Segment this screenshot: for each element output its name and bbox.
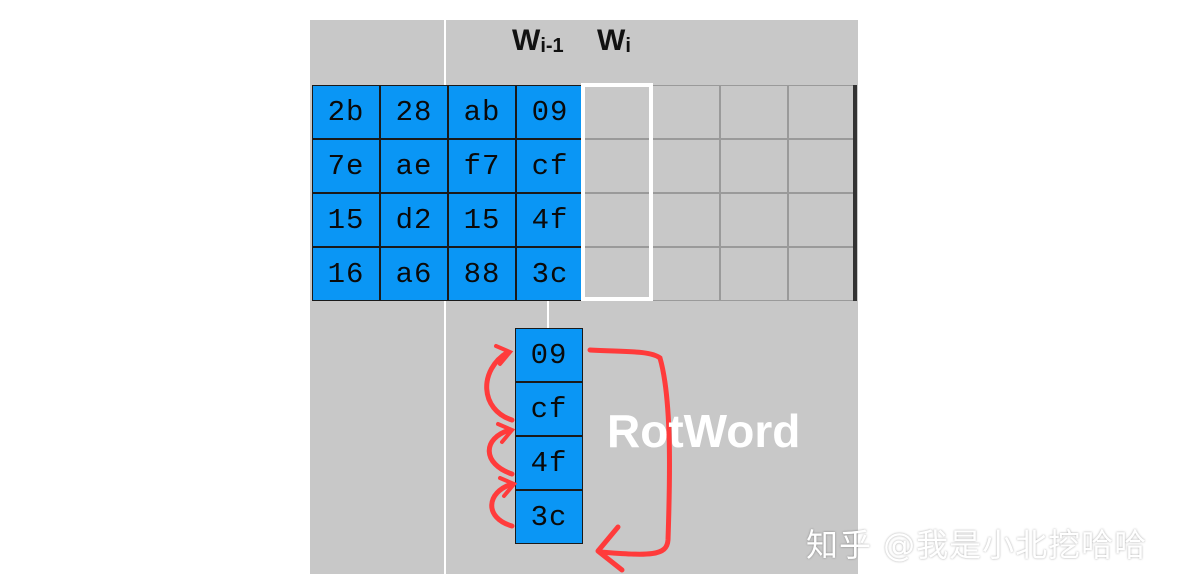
wrap-around-arrow-head xyxy=(595,524,625,573)
shift-up-arrow-2-head xyxy=(496,422,516,444)
shift-up-arrow-1 xyxy=(484,349,515,423)
empty-grid-cell xyxy=(584,193,652,247)
rotword-cell: cf xyxy=(515,382,583,436)
rotword-cell: 3c xyxy=(515,490,583,544)
shift-up-arrow-1-head xyxy=(494,344,514,366)
key-matrix-cell: 15 xyxy=(448,193,516,247)
shift-up-arrow-3 xyxy=(489,481,515,529)
empty-grid-cell xyxy=(584,139,652,193)
empty-grid-cell xyxy=(720,193,788,247)
label-w-i: Wi xyxy=(597,26,631,61)
key-matrix-cell: 88 xyxy=(448,247,516,301)
key-matrix-cell: a6 xyxy=(380,247,448,301)
grid-right-edge xyxy=(853,85,857,301)
key-matrix-cell: 16 xyxy=(312,247,380,301)
label-w-i-minus-1-main: W xyxy=(512,24,541,57)
empty-grid-cell xyxy=(720,139,788,193)
label-w-i-minus-1: Wi-1 xyxy=(512,26,564,61)
empty-grid-cell xyxy=(652,247,720,301)
key-matrix-cell: 09 xyxy=(516,85,584,139)
shift-up-arrow-3-head xyxy=(498,476,518,498)
label-w-i-minus-1-sub: i-1 xyxy=(540,35,564,57)
wrap-around-arrow xyxy=(587,347,673,557)
key-matrix-cell: 3c xyxy=(516,247,584,301)
empty-grid-cell xyxy=(652,193,720,247)
watermark: 知乎 @我是小北挖哈哈 xyxy=(806,526,1148,564)
key-matrix-cell: cf xyxy=(516,139,584,193)
empty-grid-cell xyxy=(652,139,720,193)
empty-grid-cell xyxy=(720,85,788,139)
key-matrix-cell: f7 xyxy=(448,139,516,193)
key-matrix-cell: 7e xyxy=(312,139,380,193)
rotword-cell: 4f xyxy=(515,436,583,490)
rotword-cell: 09 xyxy=(515,328,583,382)
label-w-i-sub: i xyxy=(625,35,631,57)
shift-up-arrow-2 xyxy=(486,427,515,477)
key-matrix-cell: 28 xyxy=(380,85,448,139)
empty-grid-cell xyxy=(720,247,788,301)
separator-line-center xyxy=(547,300,549,328)
key-matrix-cell: 4f xyxy=(516,193,584,247)
key-matrix-cell: ab xyxy=(448,85,516,139)
empty-grid-cell xyxy=(788,139,856,193)
key-matrix-cell: 2b xyxy=(312,85,380,139)
key-matrix-cell: ae xyxy=(380,139,448,193)
key-matrix-cell: d2 xyxy=(380,193,448,247)
empty-grid-cell xyxy=(788,85,856,139)
current-word-frame xyxy=(581,83,653,301)
rotword-label: RotWord xyxy=(607,405,801,457)
label-w-i-main: W xyxy=(597,24,626,57)
key-matrix-cell: 15 xyxy=(312,193,380,247)
